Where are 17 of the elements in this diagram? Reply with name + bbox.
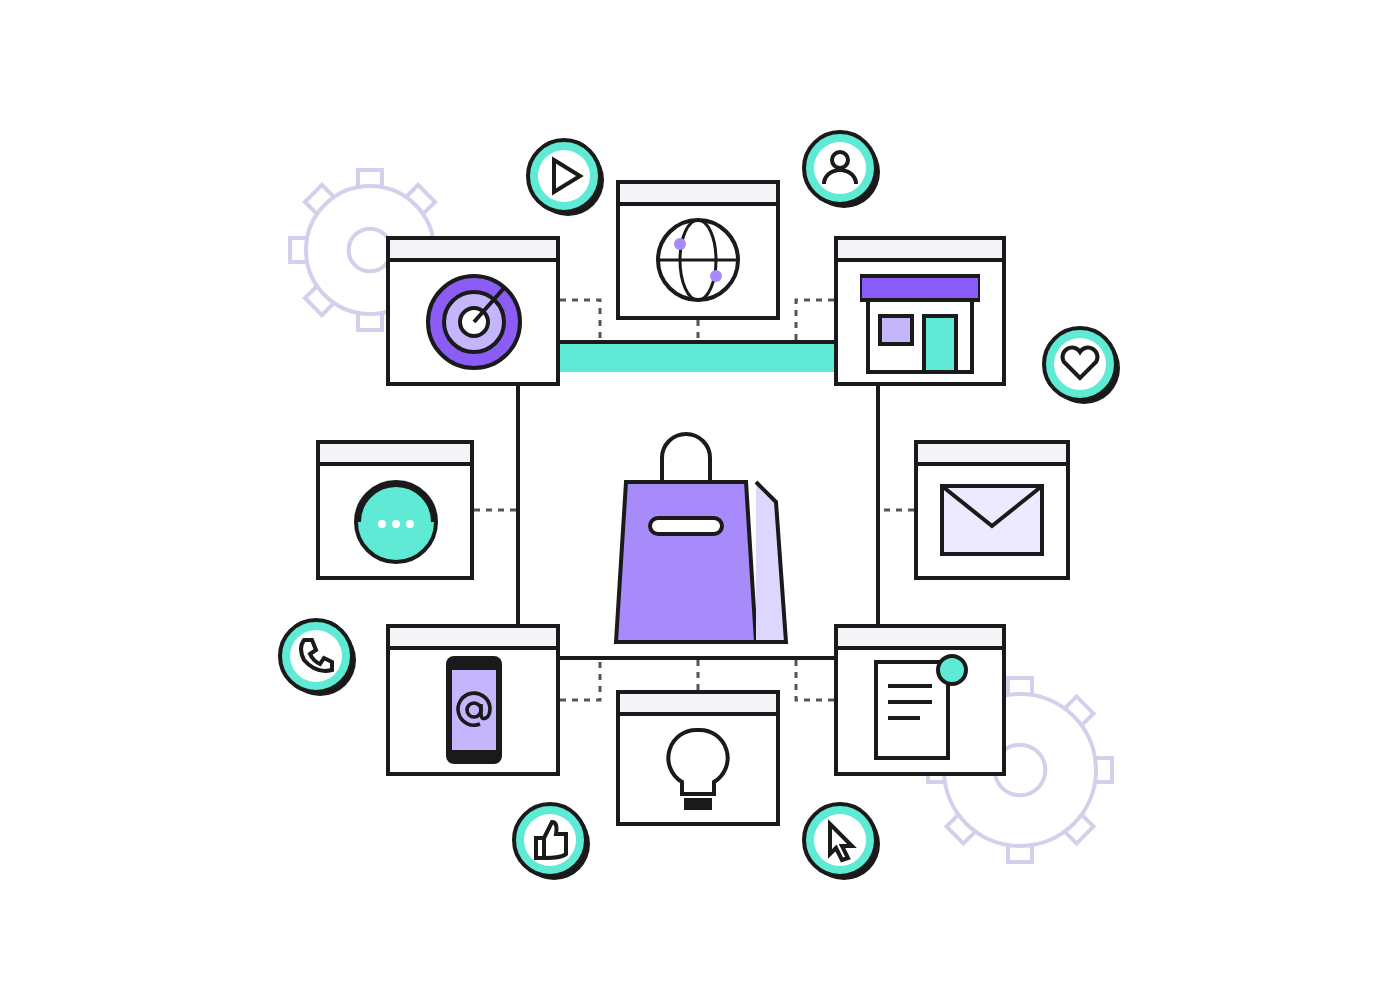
headset-window [316, 440, 474, 580]
dashed-connector [474, 508, 516, 512]
lightbulb-window [616, 690, 780, 826]
target-window [386, 236, 560, 386]
dashed-connector [794, 298, 834, 344]
envelope-window [914, 440, 1070, 580]
dashed-connector [794, 660, 834, 702]
dashed-connector [560, 660, 602, 702]
dashed-connector [696, 320, 700, 344]
document-window [834, 624, 1006, 776]
dashed-connector [560, 298, 602, 344]
smartphone-window [386, 624, 560, 776]
storefront-window [834, 236, 1006, 386]
shopping-bag-window [516, 344, 880, 660]
dashed-connector [696, 660, 700, 690]
dashed-connector [880, 508, 914, 512]
globe-window [616, 180, 780, 320]
